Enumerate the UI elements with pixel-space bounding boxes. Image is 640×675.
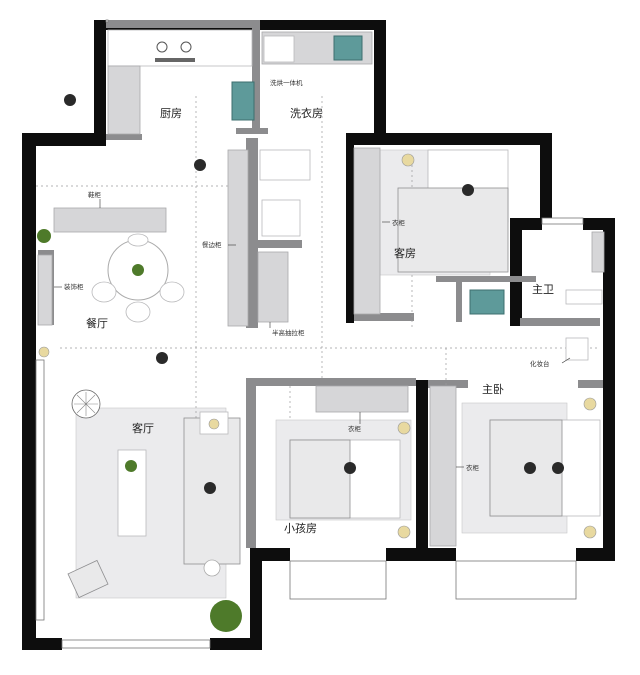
- decor-cabinet: [37, 254, 53, 326]
- kids-nightstand-bottom: [397, 525, 411, 539]
- master-wardrobe: [429, 385, 457, 547]
- kitchen-sink: [231, 81, 255, 121]
- master-bedroom-label: 主卧: [482, 383, 504, 396]
- kids-room-label: 小孩房: [284, 522, 317, 535]
- living-label: 客厅: [132, 421, 154, 435]
- pendant-lamp: [71, 389, 101, 419]
- round-side-table: [203, 559, 221, 577]
- master-toilet: [565, 289, 603, 305]
- guest-wardrobe: [353, 147, 381, 315]
- laundry-counter: [263, 35, 295, 63]
- vanity: [565, 337, 589, 361]
- shoe-cabinet: [53, 207, 167, 233]
- washer-dryer-label: 洗烘一体机: [270, 78, 303, 87]
- decor-cabinet-label: 装饰柜: [64, 282, 84, 291]
- toilet-area: [259, 149, 311, 181]
- shower-tray: [261, 199, 301, 237]
- washer-dryer: [333, 35, 363, 61]
- plant-entry: [37, 229, 51, 243]
- master-bath-cabinet: [591, 231, 605, 273]
- guest-bed-cover: [397, 187, 509, 273]
- half-height-drawer-label: 半高抽拉柜: [272, 328, 305, 337]
- master-bath-label: 主卫: [532, 283, 554, 296]
- kitchen-counter-top: [107, 29, 253, 67]
- person-figures: [64, 94, 564, 494]
- master-nightstand-top: [583, 397, 597, 411]
- kitchen-label: 厨房: [160, 107, 182, 120]
- laundry-label: 洗衣房: [290, 106, 323, 120]
- label-leaders: [54, 199, 571, 468]
- floor-plant: [210, 600, 242, 632]
- kids-wardrobe: [315, 385, 409, 413]
- sideboard: [227, 149, 249, 327]
- sideboard-label: 餐边柜: [202, 240, 222, 249]
- kids-wardrobe-label: 衣柜: [348, 424, 362, 433]
- interior-partitions: [38, 20, 603, 548]
- kids-bed-cover: [289, 439, 351, 519]
- coffee-table-plant: [125, 460, 137, 472]
- windows: [35, 19, 584, 649]
- guest-room-label: 客房: [394, 246, 416, 260]
- vanity-label: 化妆台: [530, 359, 550, 368]
- master-nightstand-bottom: [583, 525, 597, 539]
- master-wardrobe-label: 衣柜: [466, 463, 480, 472]
- shoe-cabinet-label: 鞋柜: [88, 190, 102, 199]
- lamp: [208, 418, 220, 430]
- guest-wardrobe-label: 衣柜: [392, 218, 406, 227]
- kitchen-counter-left: [107, 65, 141, 135]
- wall-light-left: [38, 346, 50, 358]
- dining-label: 餐厅: [86, 316, 108, 330]
- guest-nightstand-lamp: [401, 153, 415, 167]
- kids-nightstand-top: [397, 421, 411, 435]
- dining-centerpiece: [132, 264, 144, 276]
- master-basin: [469, 289, 505, 315]
- half-height-drawer: [257, 251, 289, 323]
- armchair: [67, 559, 109, 599]
